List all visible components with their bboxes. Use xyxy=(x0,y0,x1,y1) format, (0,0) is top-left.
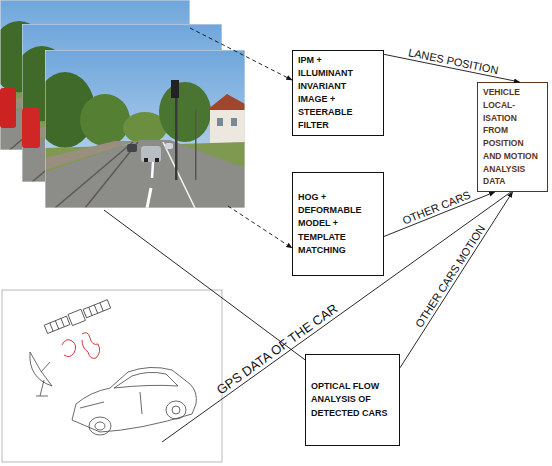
box-text: HOG + DEFORMABLE MODEL + TEMPLATE MATCHI… xyxy=(298,191,378,256)
process-box: HOG + DEFORMABLE MODEL + TEMPLATE MATCHI… xyxy=(292,172,384,276)
gps-illustration xyxy=(2,290,222,462)
red-car xyxy=(22,108,40,148)
edge-label: OTHER CARS MOTION xyxy=(413,223,487,330)
input-arrow xyxy=(228,206,292,248)
process-box: VEHICLE LOCAL- ISATION FROM POSITION AND… xyxy=(477,82,548,192)
camera-frames xyxy=(0,0,245,208)
signal-waves xyxy=(62,333,100,359)
red-car xyxy=(0,88,16,128)
illustration-frame xyxy=(2,290,222,462)
box-text: VEHICLE LOCAL- ISATION FROM POSITION AND… xyxy=(483,86,542,188)
line-label: GPS DATA OF THE CAR xyxy=(214,301,341,398)
process-box: OPTICAL FLOW ANALYSIS OF DETECTED CARS xyxy=(305,354,400,446)
car-sketch xyxy=(72,367,196,435)
process-box: IPM + ILLUMINANT INVARIANT IMAGE + STEER… xyxy=(292,50,384,136)
input-arrow xyxy=(190,28,292,80)
edge-label: LANES POSITION xyxy=(407,46,499,76)
satellite-sketch xyxy=(44,299,112,336)
box-text: IPM + ILLUMINANT INVARIANT IMAGE + STEER… xyxy=(298,54,378,132)
camera-frame xyxy=(35,50,245,208)
box-text: OPTICAL FLOW ANALYSIS OF DETECTED CARS xyxy=(311,380,394,419)
dish-sketch xyxy=(30,352,52,396)
edge-label: OTHER CARS xyxy=(401,189,472,227)
